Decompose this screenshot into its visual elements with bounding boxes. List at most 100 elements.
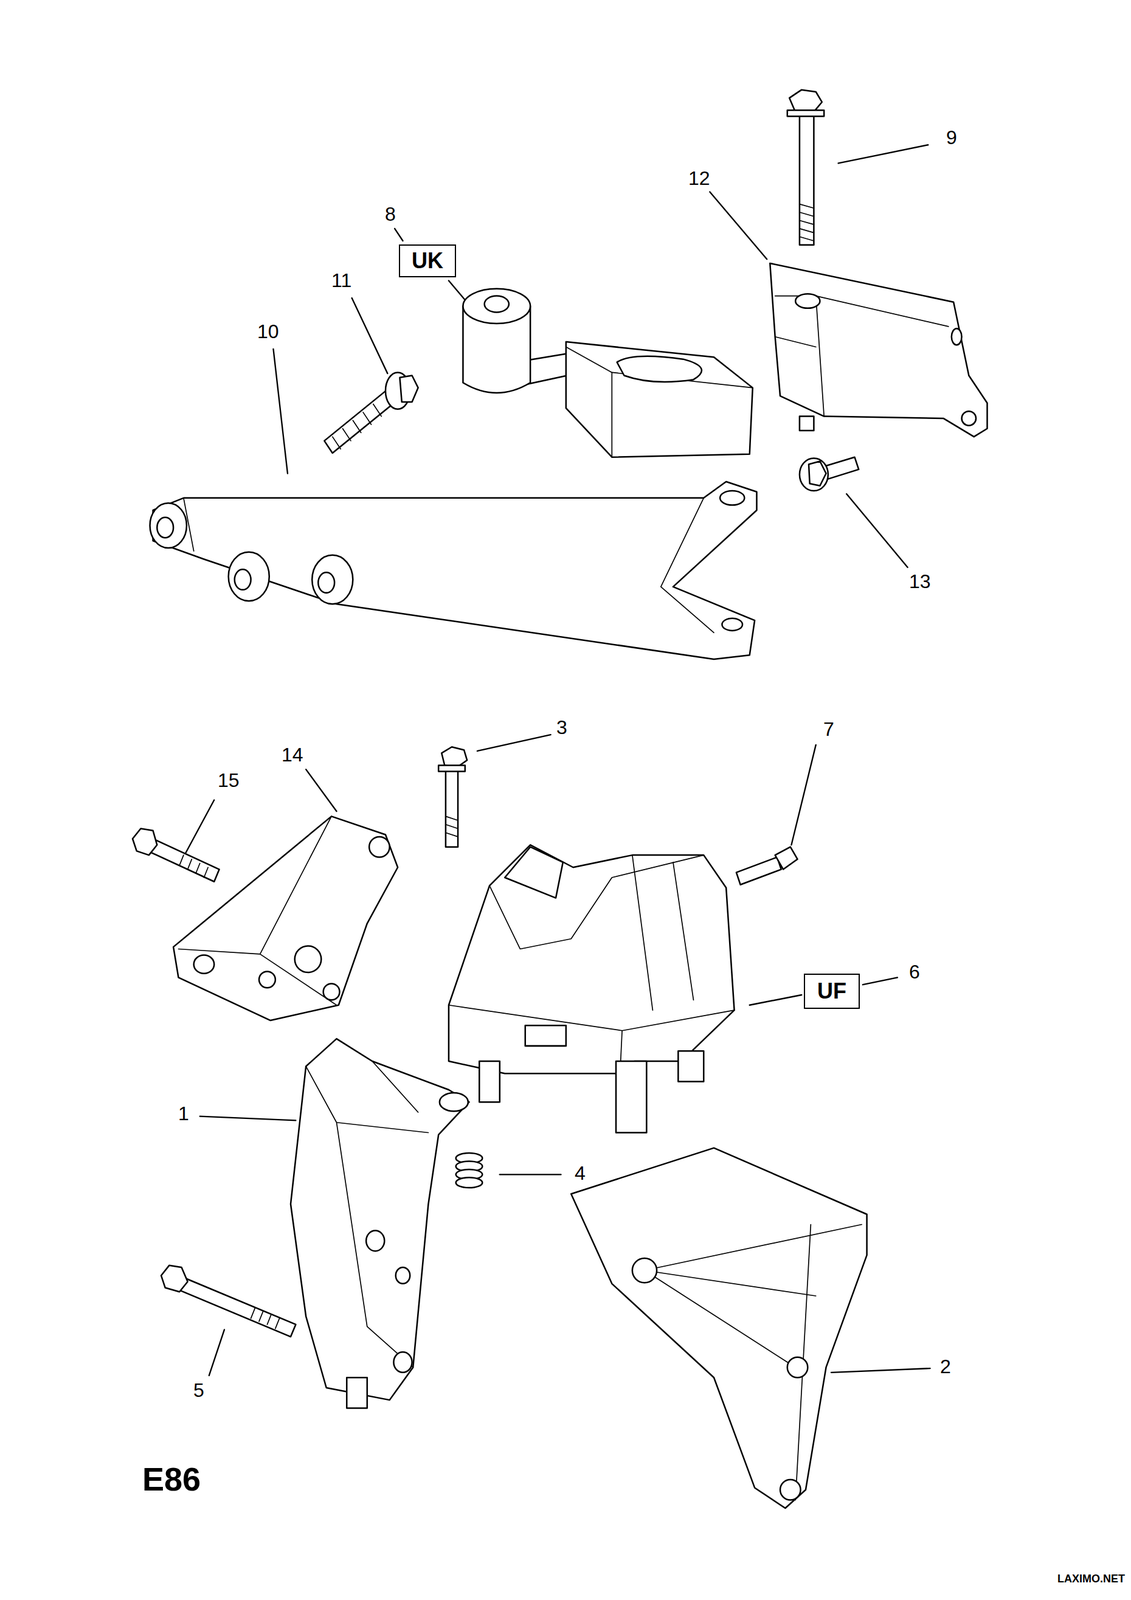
part-outline (736, 856, 782, 885)
part-outline (566, 346, 753, 457)
part-outline (439, 1092, 469, 1111)
bolt (799, 457, 859, 491)
part-outline (677, 1050, 704, 1082)
part-outline (318, 572, 335, 593)
code-text: UK (411, 249, 444, 272)
callout-number: 12 (687, 167, 712, 189)
part-outline (200, 1116, 297, 1121)
part-outline (352, 297, 388, 374)
part-outline (132, 828, 157, 855)
bolt (132, 828, 220, 882)
leader-lines (185, 144, 930, 1376)
part-outline (346, 1377, 368, 1408)
callout-number: 4 (573, 1162, 587, 1184)
part-outline (153, 481, 758, 660)
part-outline (395, 1267, 410, 1284)
part-outline (394, 228, 403, 241)
part-outline (173, 816, 398, 1021)
part-outline (161, 1265, 188, 1293)
callout-number: 10 (255, 321, 281, 342)
part-outline (808, 460, 827, 486)
part-outline (799, 416, 814, 431)
part-outline (179, 854, 208, 878)
callout-number: 9 (944, 127, 959, 148)
part-outline (566, 341, 753, 458)
callout-number: 6 (907, 961, 922, 983)
part-outline (193, 955, 215, 974)
part-outline (775, 847, 798, 870)
bracket (290, 1038, 470, 1408)
part-outline (838, 144, 929, 163)
bracket (173, 816, 398, 1021)
part-outline (570, 1148, 867, 1508)
part-outline (749, 994, 803, 1006)
part-outline (780, 1479, 801, 1501)
part-outline (393, 1351, 412, 1373)
part-outline (147, 838, 219, 882)
part-outline (399, 375, 418, 402)
part-outline (178, 1277, 297, 1337)
part-outline (305, 769, 337, 812)
part-outline (305, 1061, 429, 1367)
part-outline (251, 1307, 280, 1329)
bolt (161, 1265, 296, 1337)
part-outline (366, 1230, 385, 1252)
mount-rod (462, 288, 753, 458)
code-box: UK (398, 244, 457, 278)
part-outline (795, 293, 820, 308)
spring (456, 1152, 483, 1188)
part-outline (525, 1025, 567, 1046)
part-outline (185, 800, 215, 854)
part-outline (369, 836, 390, 858)
bolt (438, 746, 467, 847)
part-outline (178, 816, 337, 1005)
part-outline (448, 844, 735, 1074)
part-outline (150, 502, 187, 548)
bolt (787, 89, 824, 246)
part-outline (951, 328, 962, 345)
part-outline (484, 296, 509, 313)
code-text: UF (817, 980, 847, 1003)
part-outline (721, 618, 743, 631)
callout-number: 13 (907, 570, 933, 592)
engine-mount (448, 844, 735, 1133)
part-outline (332, 403, 382, 449)
part-outline (499, 1173, 562, 1175)
part-outline (477, 734, 551, 751)
part-outline (719, 490, 745, 505)
figure-code: E86 (141, 1461, 202, 1496)
part-outline (961, 411, 976, 426)
callout-number: 14 (280, 744, 305, 765)
part-outline (787, 110, 824, 117)
part-outline (644, 1224, 862, 1501)
part-outline (448, 280, 466, 300)
part-outline (479, 1061, 500, 1102)
callout-number: 3 (555, 716, 569, 738)
part-outline (799, 204, 814, 241)
bracket (769, 263, 987, 437)
part-outline (831, 1368, 931, 1373)
bracket (570, 1148, 867, 1508)
part-outline (228, 552, 270, 602)
part-outline (862, 977, 898, 985)
part-outline (259, 971, 276, 988)
bolt (324, 372, 418, 454)
part-outline (791, 744, 816, 845)
part-outline (290, 1038, 470, 1400)
part-outline (323, 983, 340, 1001)
part-outline (445, 816, 458, 837)
part-outline (441, 746, 467, 768)
callout-number: 1 (176, 1103, 191, 1124)
part-outline (209, 1329, 225, 1376)
part-outline (615, 1061, 647, 1133)
part-outline (632, 1258, 657, 1283)
part-outline (787, 1357, 809, 1378)
callout-number: 15 (216, 769, 241, 791)
watermark: LAXIMO.NET (1056, 1572, 1127, 1585)
support-arm (150, 481, 758, 660)
code-box: UF (803, 973, 860, 1009)
bolt (736, 847, 798, 885)
part-outline (617, 356, 702, 382)
